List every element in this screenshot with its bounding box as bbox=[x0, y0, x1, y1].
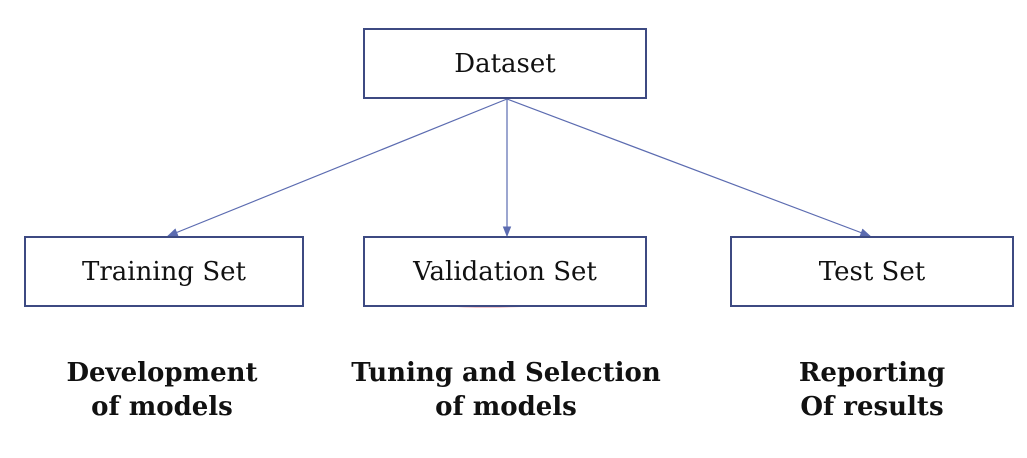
training-set-label: Training Set bbox=[82, 256, 246, 287]
validation-caption: Tuning and Selection of models bbox=[336, 356, 676, 424]
dataset-node: Dataset bbox=[363, 28, 647, 99]
training-caption-line-2: of models bbox=[91, 392, 233, 422]
edge-dataset-to-training bbox=[166, 98, 508, 237]
test-caption-line-1: Reporting bbox=[798, 358, 946, 388]
test-caption-line-2: Of results bbox=[800, 392, 944, 422]
test-set-node: Test Set bbox=[730, 236, 1014, 307]
validation-set-label: Validation Set bbox=[413, 256, 597, 287]
test-caption: Reporting Of results bbox=[702, 356, 1027, 424]
test-set-label: Test Set bbox=[818, 256, 926, 287]
validation-caption-line-1: Tuning and Selection bbox=[351, 358, 661, 388]
dataset-label: Dataset bbox=[454, 48, 556, 79]
training-set-node: Training Set bbox=[24, 236, 304, 307]
validation-set-node: Validation Set bbox=[363, 236, 647, 307]
training-caption-line-1: Development bbox=[66, 358, 258, 388]
training-caption: Development of models bbox=[0, 356, 332, 424]
edge-dataset-to-test bbox=[506, 98, 872, 237]
validation-caption-line-2: of models bbox=[435, 392, 577, 422]
